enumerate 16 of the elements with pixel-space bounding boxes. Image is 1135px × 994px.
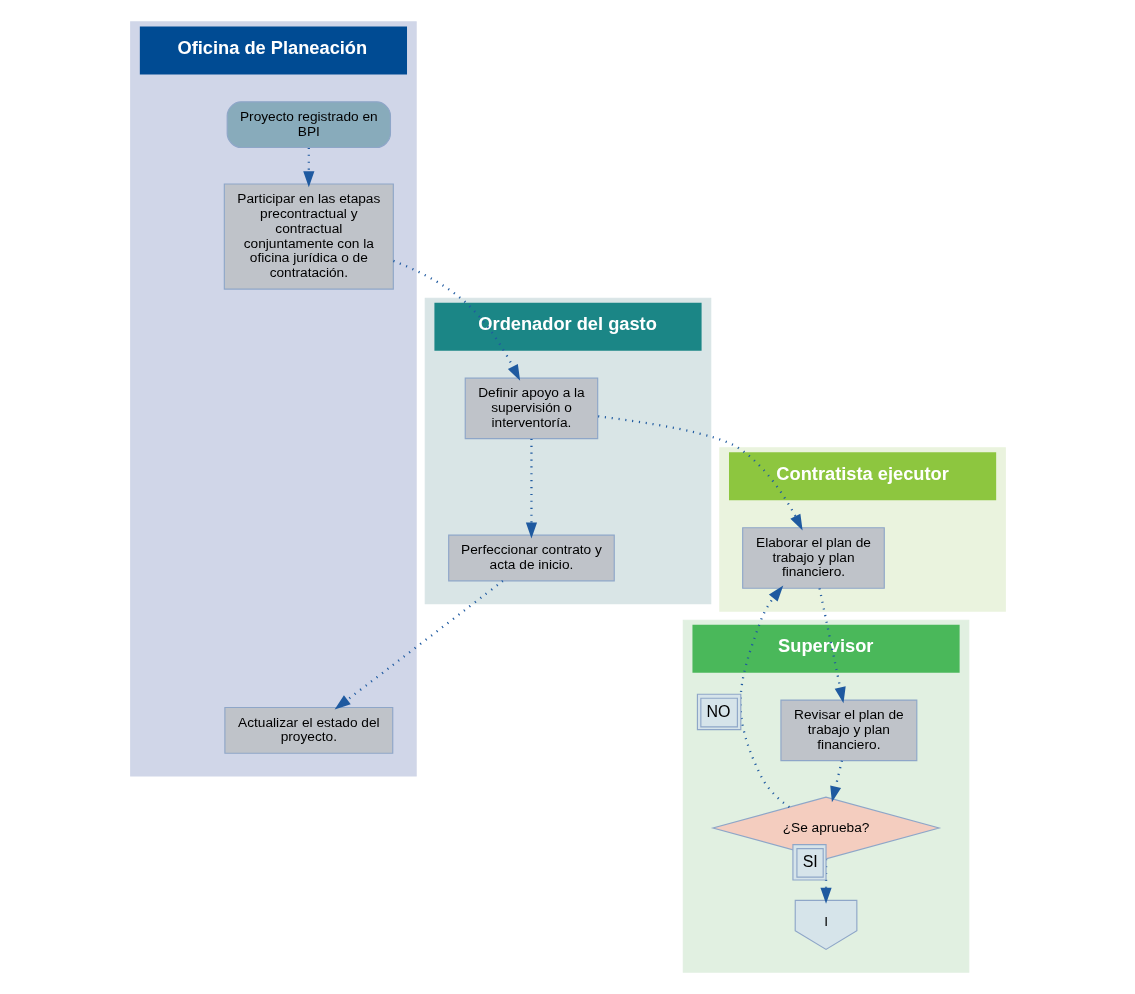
node-box: Definir apoyo a la supervisión o interventoría. [464,377,598,440]
arrow [829,760,843,803]
node-box: Elaborar el plan de trabajo y plan financiero. [741,527,885,589]
arrow [392,259,520,381]
arrow [738,585,790,809]
node-box: Participar en las etapas precontractual y contractual conjuntamente con la oficina jurídica o de contratación. [223,183,394,290]
arrow [597,415,803,531]
node-box: Actualizar el estado del proyecto. [223,706,393,754]
node-box: Perfeccionar contrato y acta de inicio. [447,534,615,582]
arrow [817,588,846,704]
edge-label: NO [706,702,731,720]
arrow [302,148,314,188]
node-box: Revisar el plan de trabajo y plan financiero. [779,699,917,762]
arrow [334,580,503,710]
node-box: Proyecto registrado en BPI [226,101,391,149]
arrow [525,439,537,539]
